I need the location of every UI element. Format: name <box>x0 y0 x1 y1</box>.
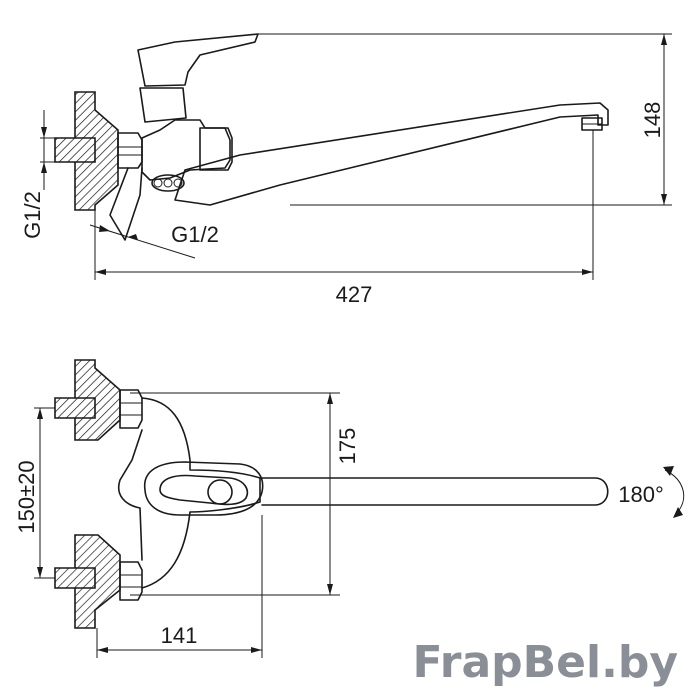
inlet-pipe-side <box>54 137 96 163</box>
lever-handle-side <box>137 33 259 87</box>
shower-outlet <box>151 174 185 192</box>
dim-centers-label: 150±20 <box>14 460 39 533</box>
wall-flange-side <box>74 91 119 211</box>
hex-nut-side <box>117 132 143 169</box>
spout-side <box>174 102 609 206</box>
aerator-side <box>581 117 603 131</box>
rotation-arc <box>664 469 685 516</box>
dim-length-label: 427 <box>336 282 373 307</box>
eccentric-side <box>109 167 143 241</box>
wall-flange-top-lower <box>74 534 121 629</box>
dim-depth-label: 141 <box>161 623 198 648</box>
watermark: FrapBel.by <box>413 637 678 688</box>
dim-reach-label: 175 <box>335 428 360 465</box>
top-view: 180° 175 150±20 141 <box>14 359 685 658</box>
thread-left-label: G1/2 <box>20 191 45 239</box>
faucet-body-top <box>141 397 261 589</box>
hex-nut-top-upper <box>119 389 143 429</box>
lever-handle-top <box>143 461 264 516</box>
handle-knob <box>207 479 233 505</box>
side-view: 427 148 G1/2 G1/2 <box>20 33 672 307</box>
spout-top <box>261 477 609 506</box>
dim-height-label: 148 <box>640 102 665 139</box>
thread-bottom-label: G1/2 <box>171 222 219 247</box>
faucet-body-side <box>141 119 231 181</box>
rotation-label: 180° <box>618 482 664 507</box>
cartridge-housing <box>139 87 187 123</box>
hex-nut-top-lower <box>119 561 143 601</box>
diverter-knob-side <box>199 127 233 171</box>
